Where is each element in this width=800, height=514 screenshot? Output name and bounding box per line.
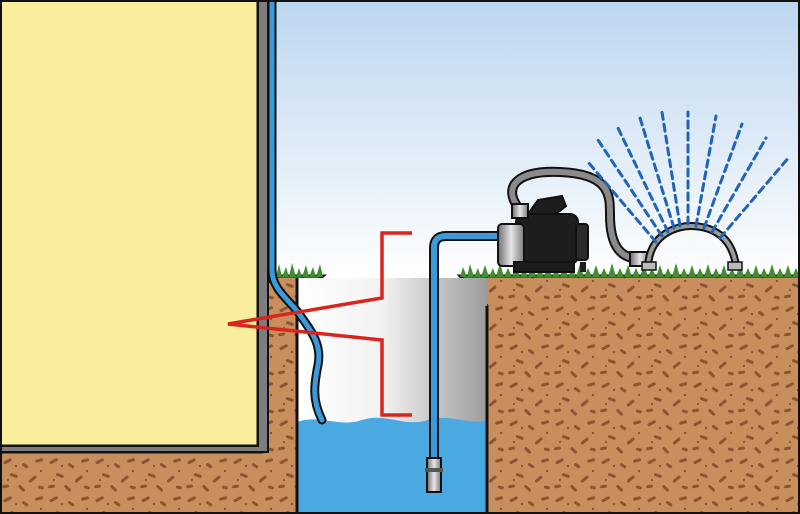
wall-edge <box>0 0 269 453</box>
garden-hose <box>507 166 651 264</box>
water-icon <box>297 417 487 514</box>
house-wall <box>0 0 260 448</box>
soil-right <box>456 274 800 514</box>
foot-valve <box>426 457 442 493</box>
grass-right <box>460 263 800 277</box>
suction-pipe <box>425 231 499 493</box>
arrow-marker-icon <box>227 231 412 417</box>
downpipe-icon <box>267 0 327 425</box>
grass-left <box>264 263 323 277</box>
spray <box>586 110 792 244</box>
pump-icon <box>497 194 589 273</box>
